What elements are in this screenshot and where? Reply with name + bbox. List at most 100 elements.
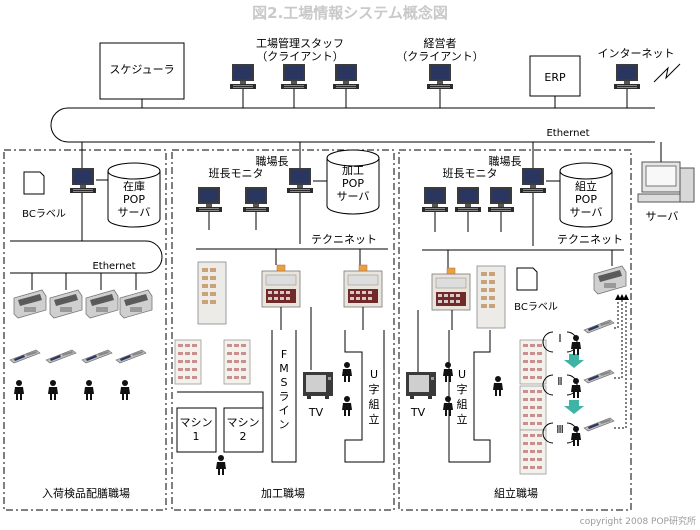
- pop-terminal-icon: [431, 267, 471, 311]
- zone-machining: [171, 149, 395, 511]
- assembly-u-line-box: [448, 330, 491, 463]
- bc-label-icon: [23, 171, 45, 195]
- leader-monitor-pc-icon: [196, 187, 222, 212]
- assembly-u-char-4: 立: [457, 412, 468, 426]
- receiving-pc-icon: [70, 168, 96, 193]
- machining-u-char-4: 立: [369, 412, 380, 426]
- handheld-terminal-icon: [593, 265, 627, 295]
- main-server-icon: [637, 142, 695, 203]
- machining-chief-label: 職場長: [256, 155, 289, 168]
- worker-icon: [84, 380, 94, 400]
- assembly-leader-label: 班長モニタ: [443, 167, 498, 180]
- assembly-rack-icon: [519, 429, 547, 475]
- leader-monitor-pc-icon: [488, 187, 514, 212]
- sub-ethernet-bus: [10, 240, 163, 274]
- zone-assembly-name: 組立職場: [494, 486, 538, 500]
- tv-monitor-icon: [303, 372, 333, 399]
- machining-leader-label: 班長モニタ: [209, 167, 264, 180]
- zone-assembly: [398, 149, 632, 511]
- worker-icon: [443, 362, 453, 382]
- worker-icon: [342, 362, 352, 382]
- step-3-label: Ⅲ: [556, 423, 564, 436]
- internet-label: インターネット: [598, 47, 675, 60]
- handheld-terminal-icon: [119, 289, 153, 319]
- flow-arrow-icon: [564, 354, 584, 368]
- zone-receiving-name: 入荷検品配膳職場: [42, 486, 130, 500]
- ethernet-label: Ethernet: [546, 128, 589, 139]
- machine-1-box: [176, 407, 217, 453]
- machine-2-number: 2: [240, 430, 247, 443]
- handheld-terminal-icon: [85, 289, 119, 319]
- scanner-icon: [583, 369, 615, 384]
- scanner-icon: [81, 349, 113, 364]
- worker-icon: [443, 396, 453, 416]
- step-1-label: Ⅰ: [558, 332, 561, 345]
- worker-icon: [571, 426, 581, 446]
- bc-label-text: BCラベル: [22, 208, 66, 220]
- fms-char-2: M: [279, 362, 289, 375]
- zone-receiving: [3, 149, 167, 511]
- fms-char-6: ン: [279, 418, 290, 431]
- machining-db-label-2: POP: [342, 177, 364, 190]
- worker-icon: [14, 380, 24, 400]
- leader-monitor-pc-icon: [243, 187, 269, 212]
- management-pc-icon: [427, 64, 453, 89]
- assembly-db-label-1: 組立: [575, 179, 597, 193]
- machining-tv-label: TV: [308, 406, 324, 419]
- ethernet-bus: [50, 107, 655, 143]
- assembly-rack-icon: [519, 339, 547, 385]
- machine-rack-icon: [174, 339, 202, 385]
- fms-line-box: [271, 330, 297, 463]
- scanner-icon: [9, 349, 41, 364]
- leader-monitor-pc-icon: [422, 187, 448, 212]
- step-2-label: Ⅱ: [557, 375, 562, 388]
- fms-char-1: F: [281, 348, 287, 361]
- worker-icon: [571, 378, 581, 398]
- machine-1-number: 1: [193, 430, 200, 443]
- assembly-chief-pc-icon: [520, 168, 546, 193]
- scanner-icon: [583, 319, 615, 334]
- assembly-u-char-2: 字: [457, 382, 468, 396]
- zone-machining-name: 加工職場: [261, 487, 305, 500]
- scheduler-box: [99, 42, 185, 100]
- parts-shelf-icon: [197, 261, 227, 325]
- copyright-text: copyright 2008 POP研究所: [580, 515, 696, 527]
- worker-icon: [571, 335, 581, 355]
- management-sub-label: （クライアント）: [396, 50, 484, 63]
- staff-label: 工場管理スタッフ: [256, 36, 344, 50]
- worker-icon: [120, 380, 130, 400]
- pop-terminal-icon: [261, 264, 301, 308]
- handheld-terminal-icon: [13, 289, 47, 319]
- erp-box: [529, 55, 581, 97]
- diagram-title: 図2.工場情報システム概念図: [252, 4, 448, 22]
- assembly-u-char-1: U: [458, 368, 466, 381]
- flow-arrow-icon: [564, 400, 584, 414]
- worker-icon: [216, 455, 226, 475]
- machining-u-line-box: [344, 330, 385, 463]
- machining-u-char-2: 字: [369, 382, 380, 396]
- pop-terminal-icon: [343, 264, 383, 308]
- machine-1-label: マシン: [180, 416, 213, 429]
- staff-sub-label: （クライアント）: [256, 50, 344, 63]
- fms-char-5: イ: [279, 404, 290, 417]
- assembly-db-label-3: サーバ: [570, 206, 603, 219]
- erp-label: ERP: [544, 71, 566, 84]
- assembly-u-char-3: 組: [457, 398, 468, 411]
- machining-u-char-3: 組: [369, 398, 380, 411]
- leader-monitor-pc-icon: [455, 187, 481, 212]
- assembly-db-label-2: POP: [575, 193, 597, 206]
- assembly-bc-label-text: BCラベル: [514, 301, 558, 313]
- tv-monitor-icon: [406, 372, 436, 399]
- worker-icon: [493, 376, 503, 396]
- management-label: 経営者: [424, 36, 457, 50]
- scheduler-label: スケジューラ: [109, 63, 174, 76]
- internet-pc-icon: [614, 64, 640, 89]
- stock-db-label-3: サーバ: [118, 206, 151, 219]
- server-label: サーバ: [646, 210, 679, 223]
- staff-pc-icon: [281, 64, 307, 89]
- bc-label-icon: [516, 267, 538, 291]
- worker-icon: [48, 380, 58, 400]
- worker-icon: [342, 396, 352, 416]
- stock-db-label-1: 在庫: [123, 179, 145, 193]
